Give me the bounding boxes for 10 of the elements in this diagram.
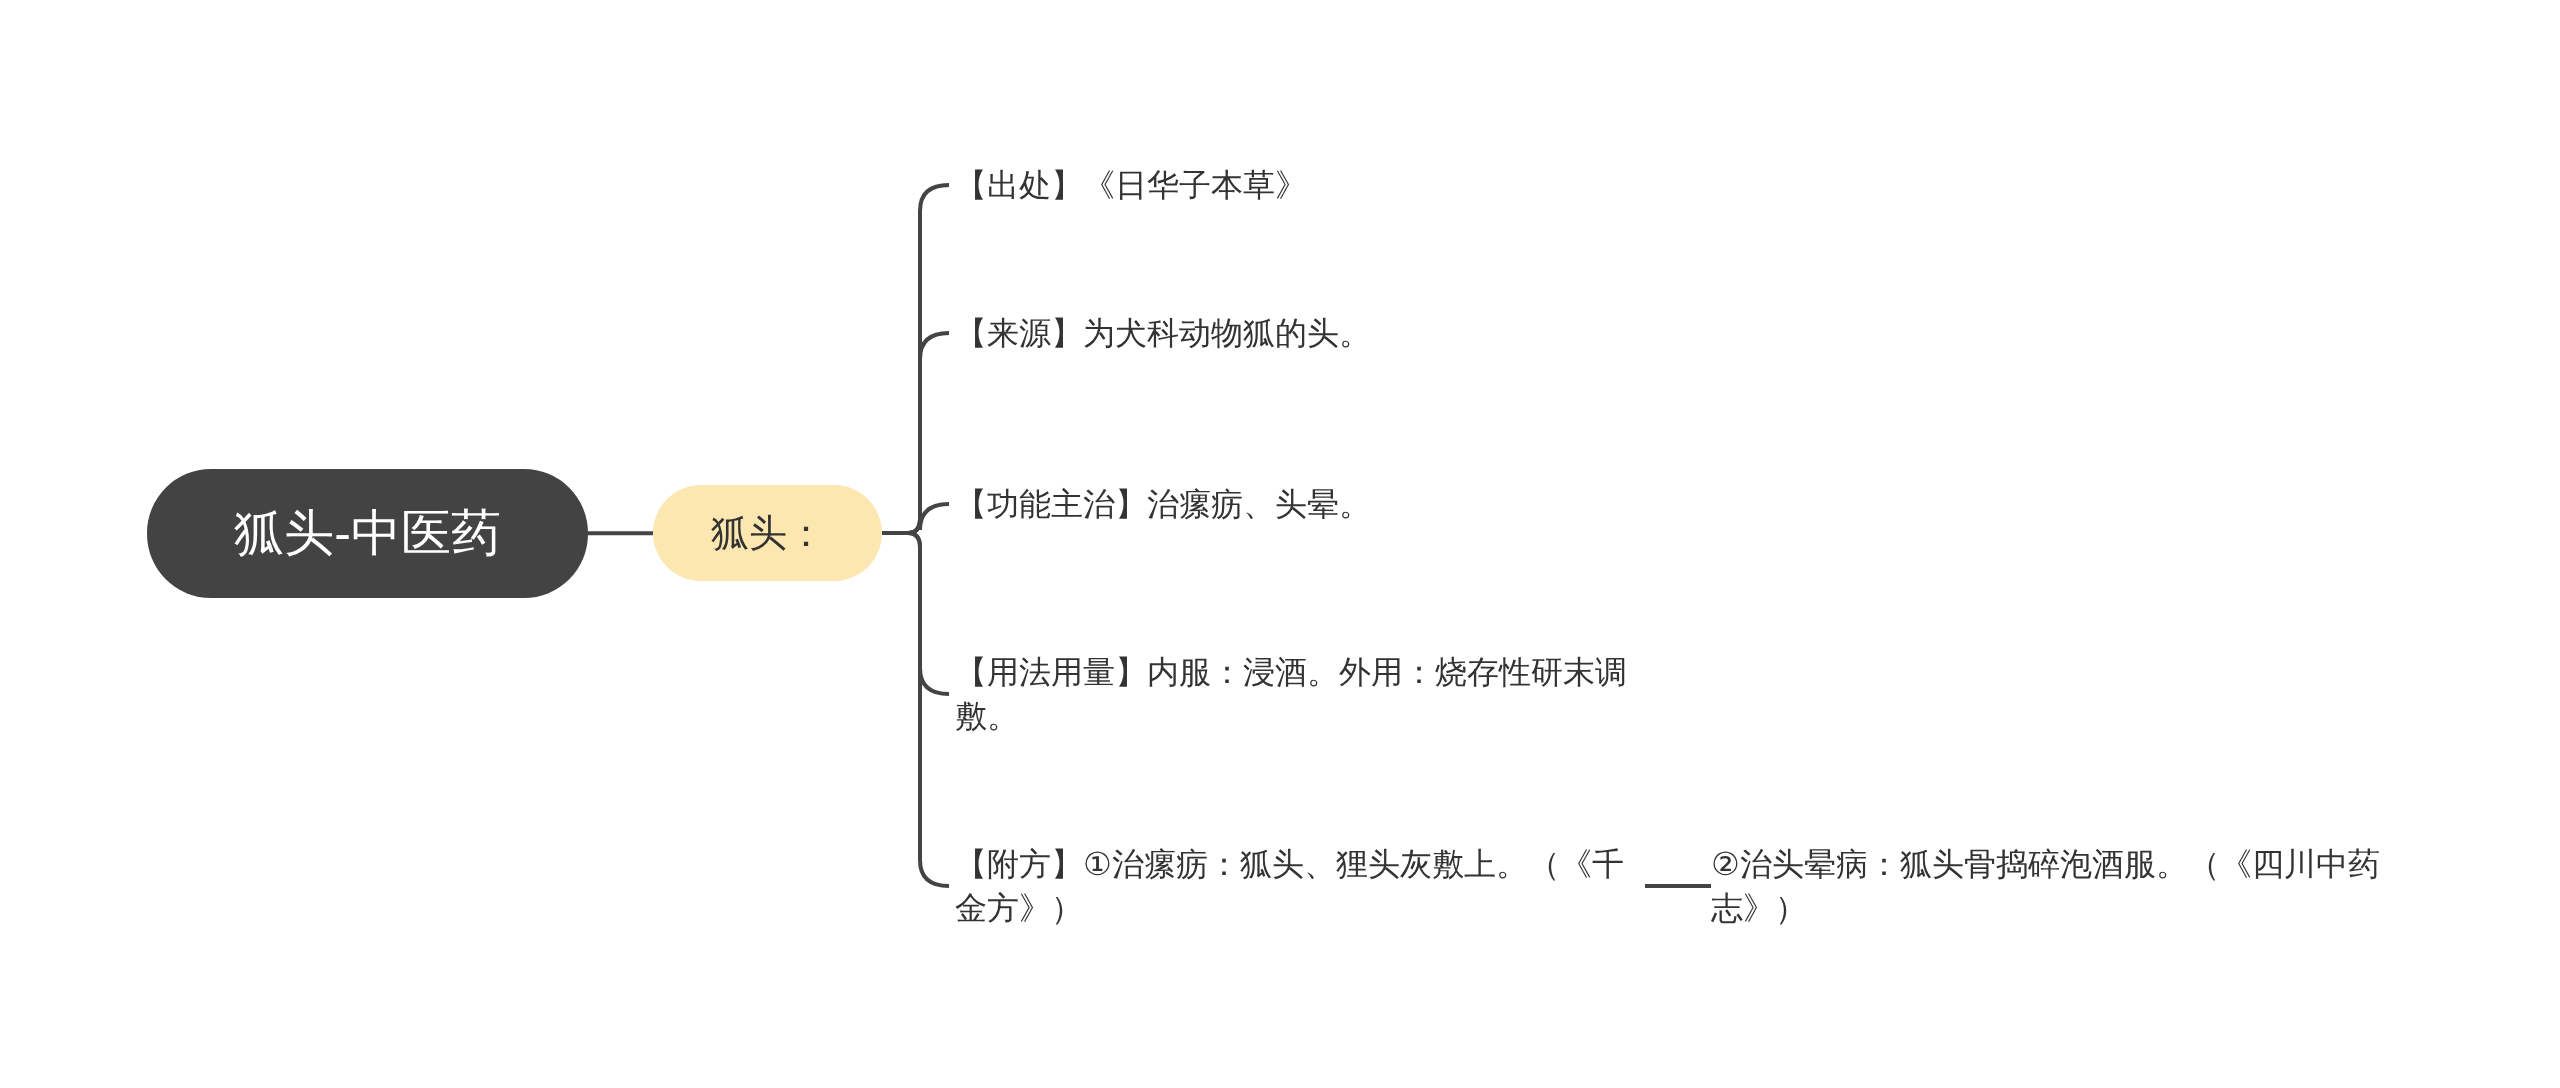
topic-pill: 狐头： [653, 485, 882, 581]
subtopic-text: 【功能主治】治瘰疬、头晕。 [955, 481, 1645, 527]
connector-line [1645, 884, 1711, 888]
subtopic-text: 【出处】《日华子本草》 [955, 162, 1645, 208]
central-topic: 狐头-中医药 [147, 469, 588, 598]
subtopic-text: ②治头晕病：狐头骨捣碎泡酒服。（《四川中药志》） [1711, 841, 2411, 931]
subtopic-text: 【来源】为犬科动物狐的头。 [955, 310, 1645, 356]
connector-line [588, 531, 653, 536]
subtopic-text: 【用法用量】内服：浸酒。外用：烧存性研末调敷。 [955, 649, 1645, 739]
subtopic-text: 【附方】①治瘰疬：狐头、狸头灰敷上。（《千金方》） [955, 841, 1645, 931]
